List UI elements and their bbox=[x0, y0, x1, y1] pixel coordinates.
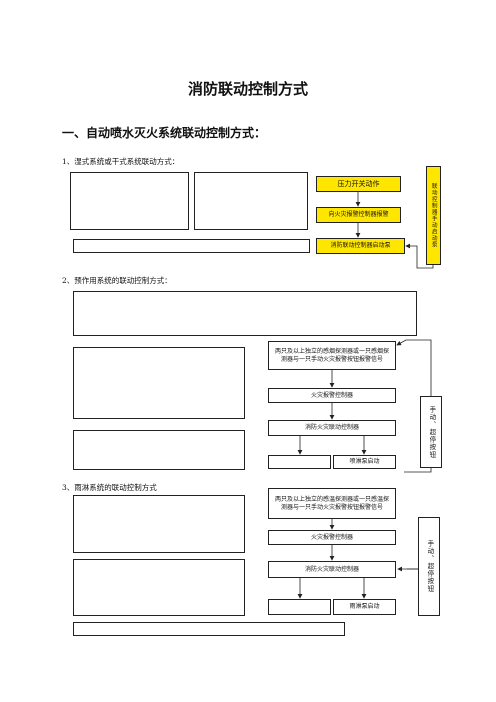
heading-wrap: 一、自动喷水灭火系统联动控制方式： bbox=[62, 124, 266, 141]
s3-flow-alarm-controller: 火灾报警控制器 bbox=[268, 530, 396, 545]
section-2-blank-box-2 bbox=[73, 347, 245, 419]
section-3-blank-box-2 bbox=[73, 559, 245, 616]
s3-flow-deluge-pump: 雨淋泵启动 bbox=[333, 599, 396, 615]
s1-side-manual-start: 联动控制器手动启动泵 bbox=[426, 166, 441, 265]
s3-side-manual-button: 手动、超停按钮 bbox=[418, 517, 440, 616]
s2-side-manual-button: 手动、超停按钮 bbox=[420, 396, 442, 468]
s1-side-arrow bbox=[405, 243, 434, 269]
s2-side-line-bottom bbox=[404, 468, 432, 473]
s1-flow-alarm-controller: 向火灾报警控制器报警 bbox=[316, 207, 401, 223]
section-heading: 一、自动喷水灭火系统联动控制方式： bbox=[62, 126, 267, 140]
section-2-blank-box-3 bbox=[73, 430, 245, 470]
s3-flow-linkage-controller: 消防火灾联动控制器 bbox=[268, 561, 396, 578]
s1-flow-pressure-switch: 压力开关动作 bbox=[316, 176, 401, 192]
s2-flow-linkage-controller: 消防火灾联动控制器 bbox=[268, 420, 396, 436]
section-2-blank-box-1 bbox=[73, 291, 417, 336]
page-title: 消防联动控制方式 bbox=[187, 80, 308, 98]
s2-flow-sprinkler-pump: 喷淋泵启动 bbox=[333, 455, 396, 469]
s3-flow-blank bbox=[268, 599, 331, 615]
section-1-label: 1、湿式系统或干式系统联动方式： bbox=[62, 157, 180, 166]
section-2-label: 2、预作用系统的联动控制方式： bbox=[62, 276, 172, 285]
section-1-blank-box-3 bbox=[73, 239, 310, 253]
page-title-wrap: 消防联动控制方式 bbox=[0, 78, 496, 99]
section-1-blank-box-1 bbox=[70, 172, 189, 230]
section-3-blank-box-1 bbox=[73, 495, 245, 553]
s3-flow-detectors: 两只及以上独立的感温探测器或一只感温探测器与一只手动火灾报警按钮报警信号 bbox=[268, 488, 396, 519]
s2-side-arrow-top bbox=[396, 339, 432, 396]
s2-flow-detectors: 两只及以上独立的感烟探测器或一只感烟探测器与一只手动火灾报警按钮报警信号 bbox=[268, 341, 396, 370]
section-1-blank-box-2 bbox=[194, 172, 308, 230]
s2-flow-blank bbox=[268, 455, 331, 469]
s2-flow-alarm-controller: 火灾报警控制器 bbox=[268, 388, 396, 403]
s1-flow-start-pump: 消防联动控制器启动泵 bbox=[316, 238, 405, 254]
section-3-blank-box-3 bbox=[73, 622, 345, 636]
section-3-label: 3、雨淋系统的联动控制方式 bbox=[62, 483, 157, 492]
